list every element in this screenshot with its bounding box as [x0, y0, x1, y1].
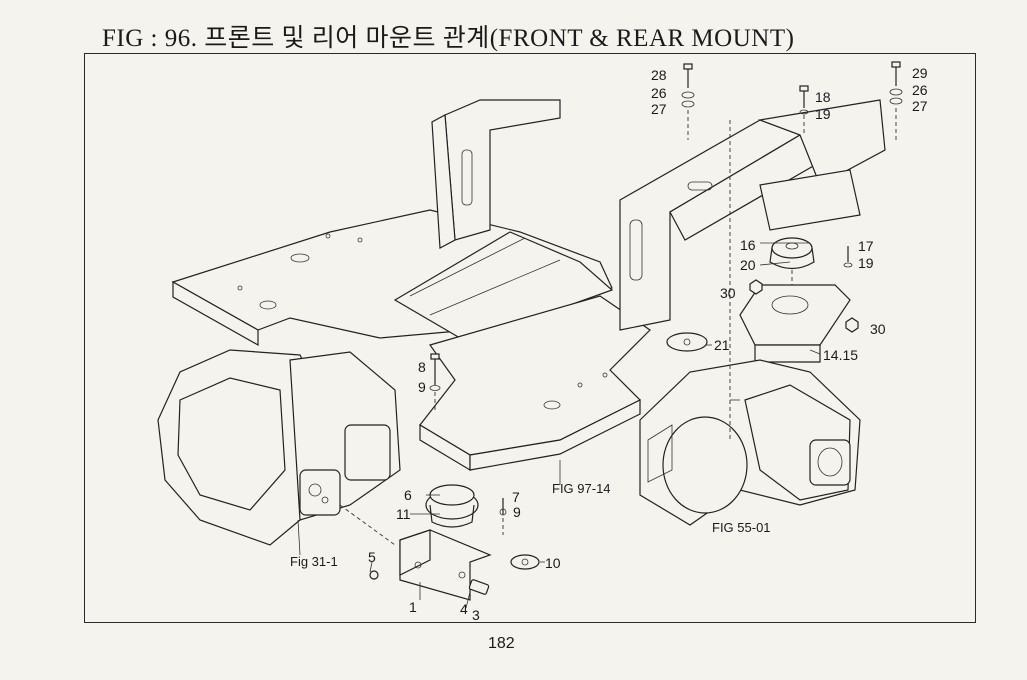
- callout-7: 7: [512, 489, 520, 505]
- figure-references: Fig 31-1 FIG 97-14 FIG 55-01: [290, 481, 771, 569]
- reference-fig-97-14: FIG 97-14: [552, 481, 611, 496]
- front-mount-drawing: [369, 353, 540, 601]
- callout-30-right: 30: [870, 321, 886, 337]
- callout-4: 4: [460, 601, 468, 617]
- callout-26-left: 26: [651, 85, 667, 101]
- callout-5: 5: [368, 549, 376, 565]
- callout-9-lower: 9: [513, 504, 521, 520]
- callout-14-15: 14.15: [823, 347, 858, 363]
- callout-3: 3: [472, 607, 480, 623]
- callout-28: 28: [651, 67, 667, 83]
- bell-housing-drawing: [157, 349, 401, 546]
- callout-19-lower: 19: [858, 255, 874, 271]
- callout-17: 17: [858, 238, 874, 254]
- callout-8: 8: [418, 359, 426, 375]
- chassis-frame-drawing: [171, 99, 886, 472]
- callout-27-right: 27: [912, 98, 928, 114]
- reference-fig-31-1: Fig 31-1: [290, 554, 338, 569]
- page-title: FIG : 96. 프론트 및 리어 마운트 관계(FRONT & REAR M…: [102, 25, 795, 52]
- callout-26-right: 26: [912, 82, 928, 98]
- callout-11: 11: [396, 506, 411, 522]
- reference-fig-55-01: FIG 55-01: [712, 520, 771, 535]
- diagram-frame: [84, 53, 976, 623]
- transmission-housing-drawing: [639, 359, 861, 526]
- callout-19-upper: 19: [815, 106, 831, 122]
- callout-10: 10: [545, 555, 561, 571]
- callout-29: 29: [912, 65, 928, 81]
- page-number: 182: [488, 635, 515, 652]
- callout-9-upper: 9: [418, 379, 426, 395]
- callout-30-left: 30: [720, 285, 736, 301]
- callout-6: 6: [404, 487, 412, 503]
- callout-21: 21: [714, 337, 730, 353]
- callout-labels: 1 3 4 5 6 7 8 9 9 10 11 14.15 16 17 18 1…: [368, 65, 928, 623]
- callout-1: 1: [409, 599, 417, 615]
- callout-27-left: 27: [651, 101, 667, 117]
- leader-lines: [297, 108, 897, 609]
- callout-16: 16: [740, 237, 756, 253]
- callout-18: 18: [815, 89, 831, 105]
- callout-20: 20: [740, 257, 756, 273]
